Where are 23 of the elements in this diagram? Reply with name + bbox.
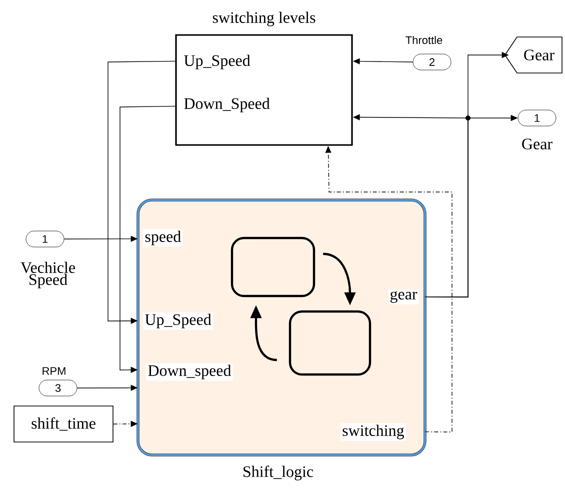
chart-label: switching bbox=[340, 423, 406, 441]
port-name: RPM bbox=[42, 367, 66, 375]
state-box bbox=[288, 310, 372, 376]
port-label: Up_Speed bbox=[143, 312, 213, 330]
block: shift_time bbox=[14, 406, 114, 442]
port-name: Throttle bbox=[406, 36, 442, 44]
signal-line bbox=[108, 60, 176, 324]
block-title: switching levels bbox=[212, 12, 316, 26]
port-name: Gear bbox=[522, 138, 552, 150]
port-label: speed bbox=[143, 229, 183, 247]
port-capsule: 3 bbox=[38, 380, 78, 396]
port-label: Down_speed bbox=[146, 363, 233, 381]
signal-line bbox=[120, 106, 176, 373]
port-label: Down_Speed bbox=[184, 98, 270, 112]
port-capsule: 1 bbox=[26, 230, 64, 248]
block-name: Shift_logic bbox=[244, 466, 314, 480]
port-name: Vechicle Speed bbox=[20, 262, 75, 288]
port-label: Up_Speed bbox=[184, 54, 250, 70]
port-label: gear bbox=[388, 290, 419, 304]
port-capsule: 1 bbox=[518, 110, 556, 126]
goto-tag: Gear bbox=[504, 36, 562, 74]
port-capsule: 2 bbox=[412, 54, 452, 70]
state-box bbox=[230, 236, 316, 298]
